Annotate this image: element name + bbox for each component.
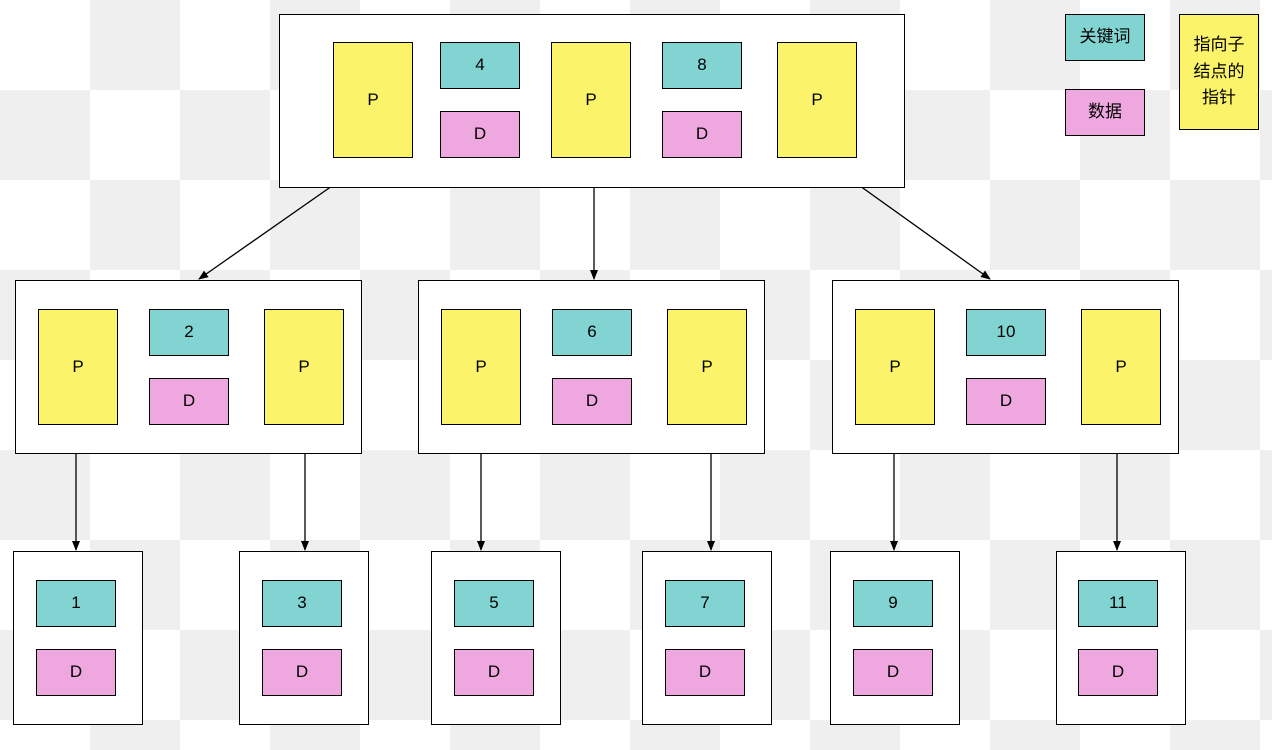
node-2-key: 6 <box>552 309 632 356</box>
root-pointer-2: P <box>551 42 631 158</box>
leaf-4-key: 7 <box>665 580 745 627</box>
root-pointer-3: P <box>777 42 857 158</box>
node-3-pointer-right: P <box>1081 309 1161 425</box>
leaf-4-data: D <box>665 649 745 696</box>
leaf-5-key: 9 <box>853 580 933 627</box>
leaf-node-6 <box>1056 551 1186 725</box>
leaf-2-key: 3 <box>262 580 342 627</box>
legend-pointer: 指向子 结点的 指针 <box>1179 14 1259 130</box>
leaf-3-key: 5 <box>454 580 534 627</box>
leaf-6-data: D <box>1078 649 1158 696</box>
root-key-1: 4 <box>440 42 520 89</box>
leaf-1-key: 1 <box>36 580 116 627</box>
node-1-pointer-right: P <box>264 309 344 425</box>
leaf-2-data: D <box>262 649 342 696</box>
root-key-2: 8 <box>662 42 742 89</box>
root-data-2: D <box>662 111 742 158</box>
node-2-data: D <box>552 378 632 425</box>
node-3-pointer-left: P <box>855 309 935 425</box>
node-1-data: D <box>149 378 229 425</box>
leaf-5-data: D <box>853 649 933 696</box>
node-2-pointer-right: P <box>667 309 747 425</box>
node-1-pointer-left: P <box>38 309 118 425</box>
node-1-key: 2 <box>149 309 229 356</box>
node-3-data: D <box>966 378 1046 425</box>
leaf-node-3 <box>431 551 561 725</box>
root-pointer-1: P <box>333 42 413 158</box>
leaf-3-data: D <box>454 649 534 696</box>
leaf-node-5 <box>830 551 960 725</box>
legend-data: 数据 <box>1065 89 1145 136</box>
leaf-1-data: D <box>36 649 116 696</box>
leaf-node-2 <box>239 551 369 725</box>
leaf-6-key: 11 <box>1078 580 1158 627</box>
leaf-node-4 <box>642 551 772 725</box>
leaf-node-1 <box>13 551 143 725</box>
node-3-key: 10 <box>966 309 1046 356</box>
node-2-pointer-left: P <box>441 309 521 425</box>
root-data-1: D <box>440 111 520 158</box>
legend-key: 关键词 <box>1065 14 1145 61</box>
